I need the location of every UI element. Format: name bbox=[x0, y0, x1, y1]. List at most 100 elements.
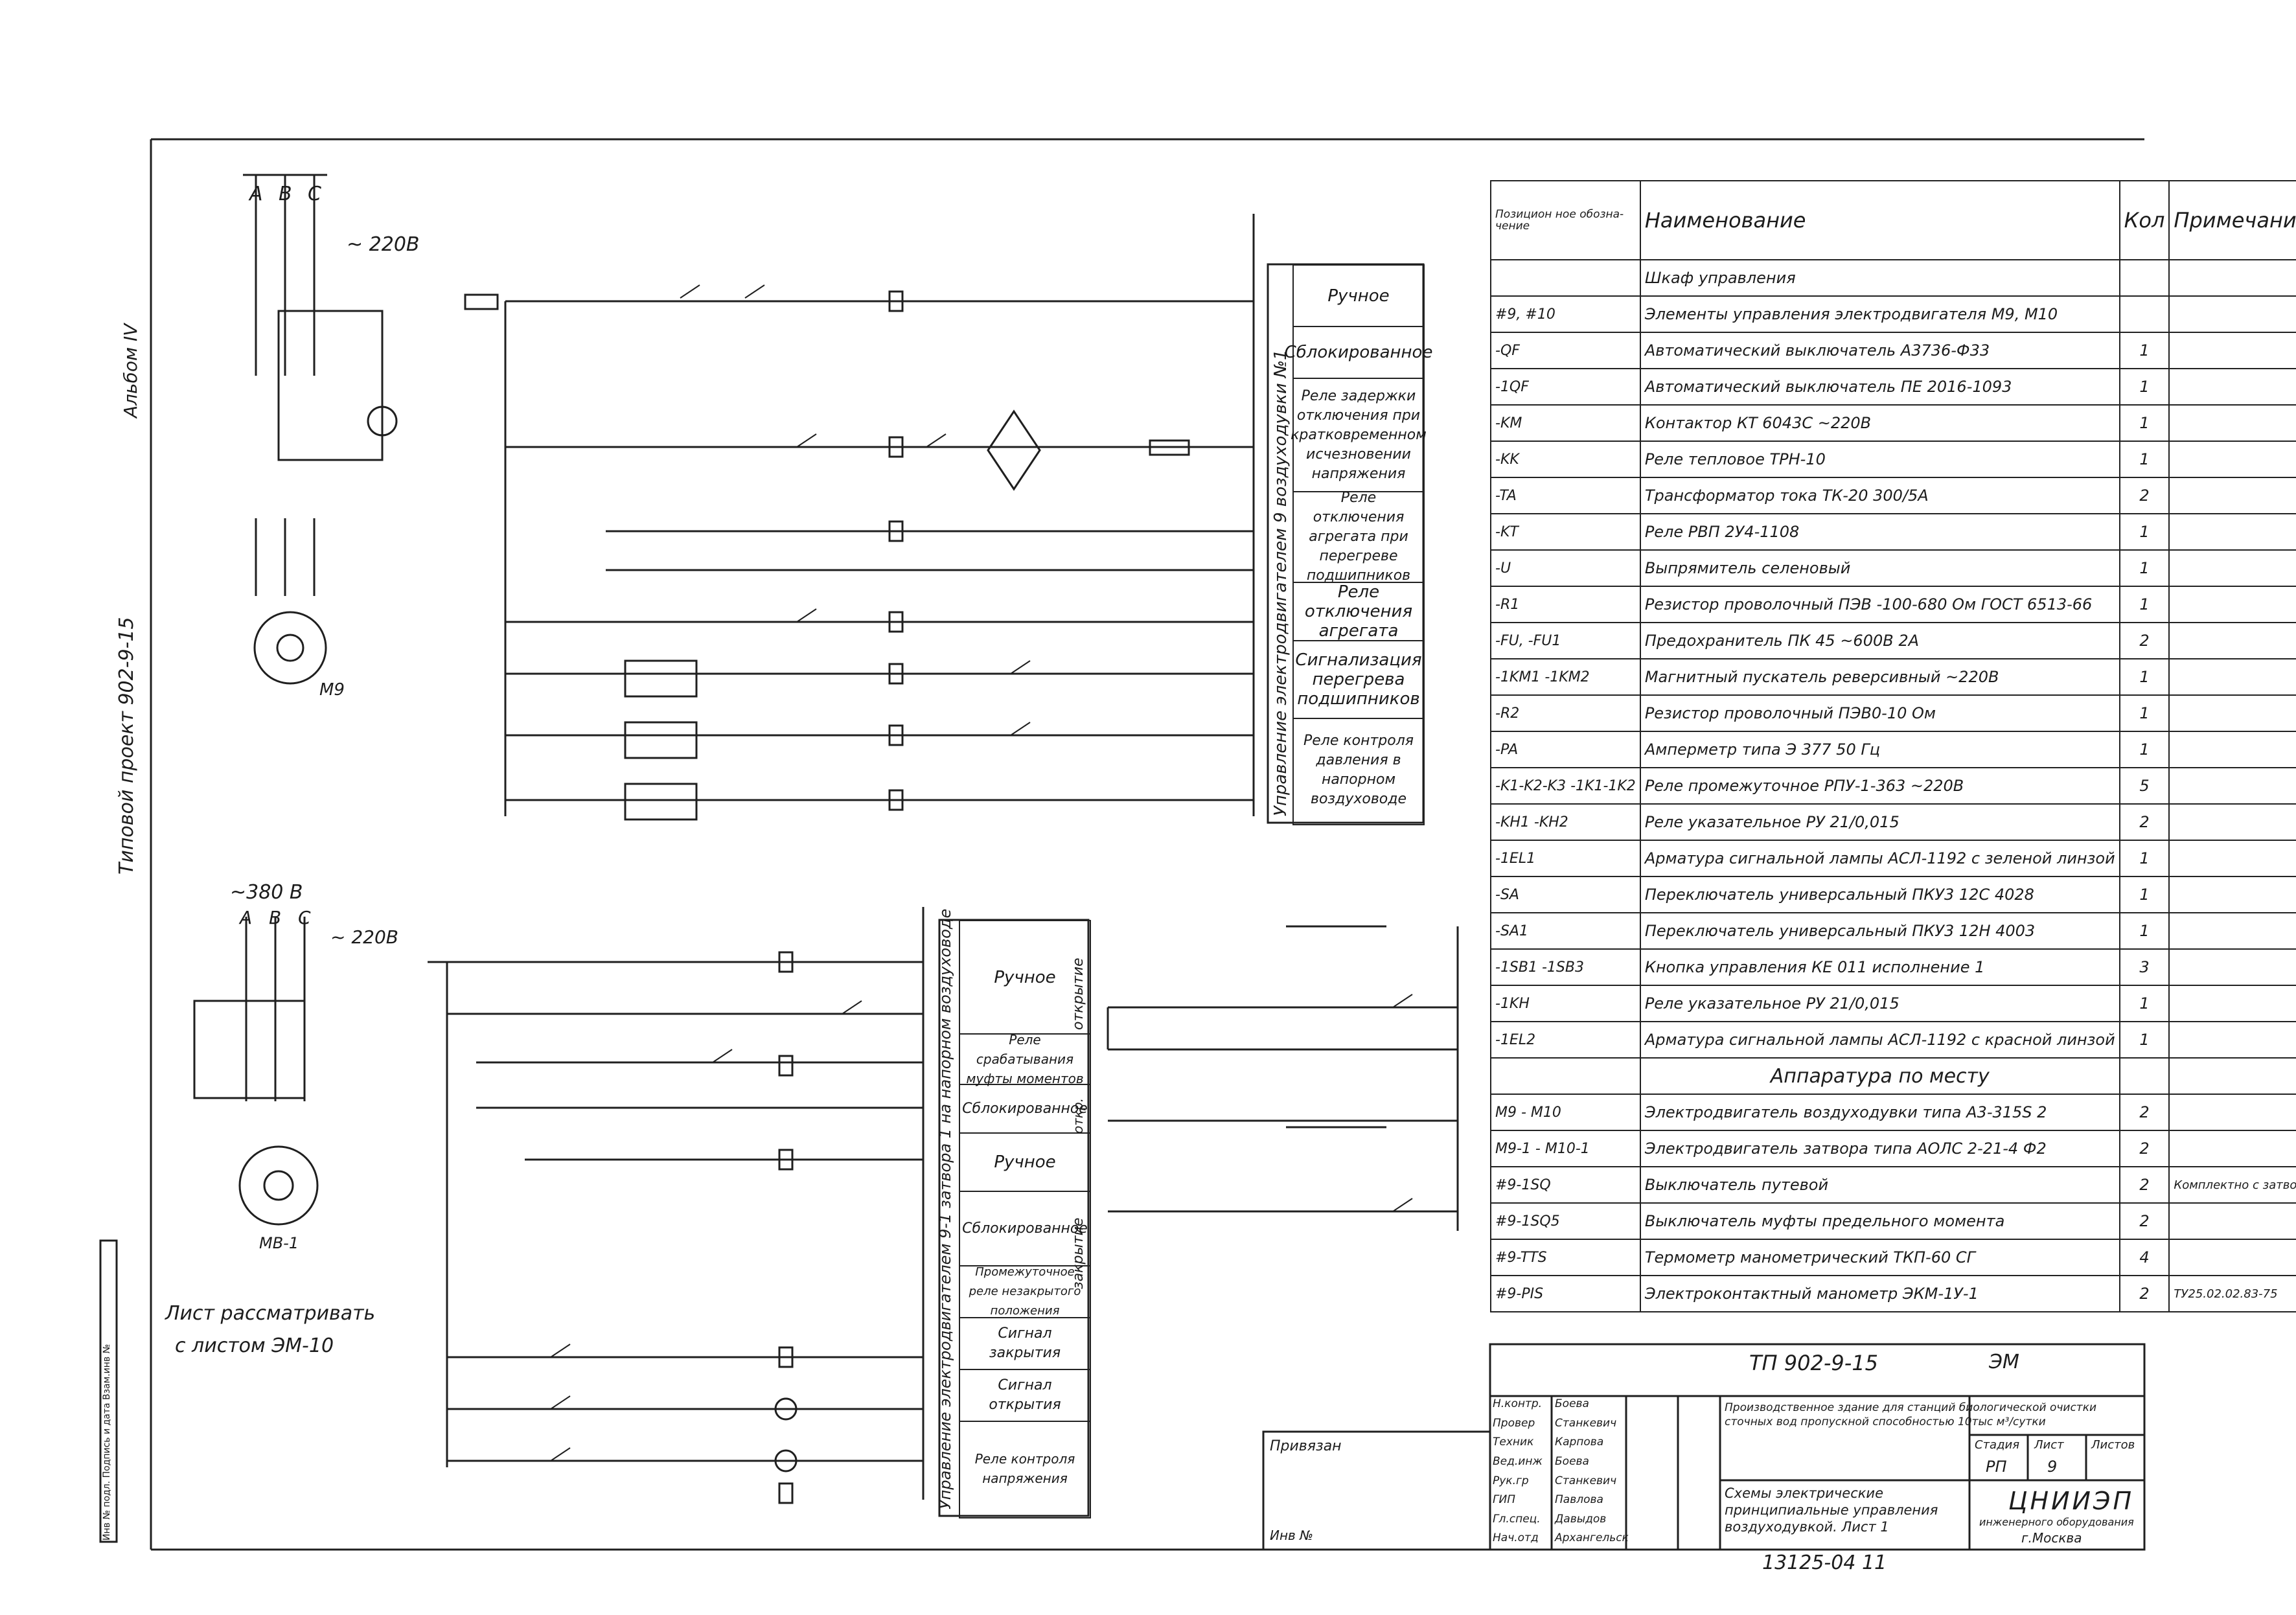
spec-cell-qty: 1 bbox=[2118, 912, 2170, 950]
spec-cell-note bbox=[2168, 767, 2296, 805]
spec-cell-note bbox=[2168, 658, 2296, 696]
spec-cell-note bbox=[2168, 368, 2296, 406]
spec-cell-name: Резистор проволочный ПЭВ0-10 Ом bbox=[1639, 694, 2120, 732]
spec-cell-name: Термометр манометрический ТКП-60 СГ bbox=[1639, 1239, 2120, 1276]
spec-cell-pos: -1QF bbox=[1490, 368, 1641, 406]
bottom-mode-labels: Ручное Реле срабатывания муфты моментов … bbox=[959, 920, 1091, 1518]
spec-cell-pos: -SA1 bbox=[1490, 912, 1641, 950]
motor-bottom-label: МВ-1 bbox=[259, 1234, 299, 1252]
spec-cell-note bbox=[2168, 1202, 2296, 1240]
spec-cell-qty: 2 bbox=[2118, 477, 2170, 514]
spec-cell-name: Реле РВП 2У4-1108 bbox=[1639, 513, 2120, 551]
spec-cell-qty: 3 bbox=[2118, 948, 2170, 986]
spec-cell-name: Реле тепловое ТРН-10 bbox=[1639, 441, 2120, 478]
spec-cell-qty: 5 bbox=[2118, 767, 2170, 805]
spec-cell-note bbox=[2168, 731, 2296, 768]
spec-cell-name: Электроконтактный манометр ЭКМ-1У-1 bbox=[1639, 1275, 2120, 1312]
spec-cell-note bbox=[2168, 513, 2296, 551]
spec-cell-qty: 1 bbox=[2118, 513, 2170, 551]
spec-cell-note bbox=[2168, 1239, 2296, 1276]
signature-role: Н.контр. bbox=[1493, 1397, 1543, 1410]
spec-cell-qty: 2 bbox=[2118, 803, 2170, 841]
spec-cell-name: Трансформатор тока ТК-20 300/5А bbox=[1639, 477, 2120, 514]
spec-cell-qty: 1 bbox=[2118, 1021, 2170, 1059]
spec-cell-note bbox=[2168, 549, 2296, 587]
mode-label: Сигнализация перегрева подшипников bbox=[1294, 641, 1423, 719]
spec-cell-name: Реле промежуточное РПУ-1-363 ~220В bbox=[1639, 767, 2120, 805]
spec-cell-note bbox=[2168, 1021, 2296, 1059]
spec-cell-pos: -R2 bbox=[1490, 694, 1641, 732]
project-name: Производственное здание для станций биол… bbox=[1725, 1401, 2097, 1428]
spec-cell-note bbox=[2168, 803, 2296, 841]
spec-head-pos: Позицион ное обозна- чение bbox=[1490, 180, 1641, 260]
signature-role: Вед.инж bbox=[1493, 1454, 1543, 1468]
spec-cell-pos: -K1-K2-K3 -1K1-1K2 bbox=[1490, 767, 1641, 805]
spec-cell-pos: #9-1SQ5 bbox=[1490, 1202, 1641, 1240]
sheets-header: Листов bbox=[2091, 1438, 2135, 1452]
org-name: ЦНИИЭП bbox=[2008, 1487, 2135, 1515]
spec-cell-name: Электродвигатель затвора типа АОЛС 2-21-… bbox=[1639, 1130, 2120, 1167]
spec-cell-note bbox=[2168, 622, 2296, 659]
mode-label: Сигнал открытия bbox=[960, 1370, 1090, 1422]
motor-top-label: М9 bbox=[319, 680, 345, 700]
aux-voltage-bottom: ~ 220В bbox=[330, 926, 399, 948]
signature-role: Техник bbox=[1493, 1436, 1534, 1449]
top-side-caption: Управление электродвигателем 9 воздуходу… bbox=[1271, 349, 1291, 816]
spec-cell-note: ТУ25.02.02.83-75 bbox=[2168, 1275, 2296, 1312]
mode-label: Промежуточное реле незакрытого положения bbox=[960, 1265, 1090, 1318]
mode-label: Реле срабатывания муфты моментов bbox=[960, 1032, 1090, 1086]
signature-role: Провер bbox=[1493, 1416, 1535, 1430]
spec-cell-qty: 2 bbox=[2118, 1094, 2170, 1131]
spec-cell-name: Контактор КТ 6043С ~220В bbox=[1639, 404, 2120, 442]
spec-cell-pos: М9-1 - М10-1 bbox=[1490, 1130, 1641, 1167]
spec-cell-qty: 1 bbox=[2118, 549, 2170, 587]
mode-label: Ручное bbox=[1294, 266, 1423, 327]
bottom-side-tag: закрытие bbox=[1070, 1217, 1086, 1289]
signature-name: Станкевич bbox=[1555, 1416, 1617, 1430]
phase-b-bottom: B bbox=[269, 907, 282, 928]
spec-cell-pos: #9-TTS bbox=[1490, 1239, 1641, 1276]
spec-cell-qty: 2 bbox=[2118, 1166, 2170, 1204]
spec-cell-name: Арматура сигнальной лампы АСЛ-1192 с зел… bbox=[1639, 840, 2120, 877]
spec-cell-name: Амперметр типа Э 377 50 Гц bbox=[1639, 731, 2120, 768]
mode-label: Ручное bbox=[960, 1134, 1090, 1192]
spec-cell-qty: 1 bbox=[2118, 658, 2170, 696]
drawing-number: 13125-04 11 bbox=[1762, 1552, 1887, 1574]
note-line-1: Лист рассматривать bbox=[165, 1302, 376, 1325]
spec-cell-name: Арматура сигнальной лампы АСЛ-1192 с кра… bbox=[1639, 1021, 2120, 1059]
spec-cell-pos: -1EL2 bbox=[1490, 1021, 1641, 1059]
spec-cell-qty: 2 bbox=[2118, 622, 2170, 659]
phase-a-bottom: A bbox=[240, 907, 253, 928]
spec-cell-note bbox=[2168, 912, 2296, 950]
bottom-side-tag: открытие bbox=[1070, 957, 1086, 1030]
spec-cell-pos: М9 - М10 bbox=[1490, 1094, 1641, 1131]
doc-code: ЭМ bbox=[1989, 1351, 2019, 1373]
spec-cell-note bbox=[2168, 295, 2296, 333]
spec-cell-qty: 4 bbox=[2118, 1239, 2170, 1276]
note-line-2: с листом ЭМ-10 bbox=[175, 1334, 334, 1357]
bottom-side-tag: откр. bbox=[1070, 1097, 1086, 1134]
mode-label: Ручное bbox=[960, 921, 1090, 1035]
org-city: г.Москва bbox=[2021, 1530, 2082, 1546]
specification-table: Позицион ное обозна- чение Наименование … bbox=[1490, 180, 2296, 1312]
spec-cell-pos: -R1 bbox=[1490, 586, 1641, 623]
spec-cell-pos: -KM bbox=[1490, 404, 1641, 442]
spec-cell-name: Реле указательное РУ 21/0,015 bbox=[1639, 985, 2120, 1022]
mode-label: Сигнал закрытия bbox=[960, 1318, 1090, 1370]
signature-name: Карпова bbox=[1555, 1436, 1604, 1449]
spec-cell-pos: -SA bbox=[1490, 876, 1641, 913]
spec-cell-qty: 1 bbox=[2118, 840, 2170, 877]
supply-voltage-bottom: ~380 В bbox=[230, 881, 303, 904]
spec-cell-name: Выпрямитель селеновый bbox=[1639, 549, 2120, 587]
